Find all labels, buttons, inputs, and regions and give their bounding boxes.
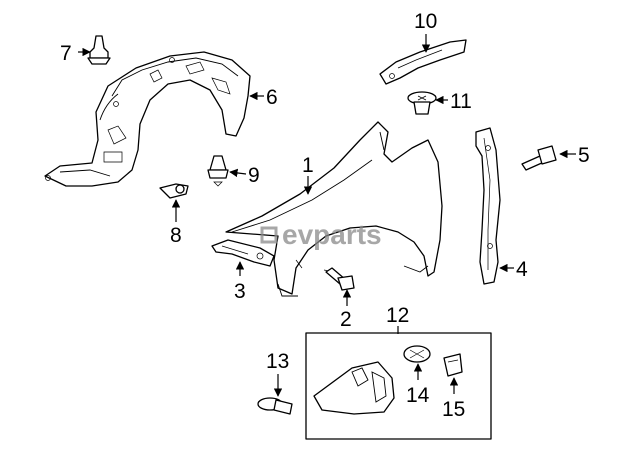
callout-2: 2 [340, 308, 352, 331]
callout-8: 8 [170, 224, 182, 247]
callout-10: 10 [414, 10, 437, 33]
mud-guard-part [313, 361, 395, 415]
clip-part-7 [87, 35, 111, 65]
bolt-part-2 [325, 267, 355, 291]
callout-11: 11 [450, 90, 472, 113]
clip-part-9 [207, 155, 229, 187]
leader-lines [78, 34, 576, 397]
callout-6: 6 [266, 86, 278, 109]
callout-15: 15 [442, 398, 465, 421]
clip-part-14 [403, 345, 431, 363]
callout-4: 4 [516, 258, 528, 281]
bracket-part-3 [211, 239, 275, 267]
watermark: evparts [260, 219, 382, 250]
clip-part-8 [159, 183, 189, 199]
callout-13: 13 [266, 350, 289, 373]
callout-1: 1 [302, 154, 314, 177]
callout-7: 7 [60, 42, 72, 65]
fender-part [225, 121, 443, 297]
bracket-part-10 [379, 39, 467, 85]
watermark-text: evparts [282, 219, 382, 250]
bolt-part-5 [521, 145, 557, 171]
callout-9: 9 [248, 164, 260, 187]
callout-3: 3 [234, 280, 246, 303]
clip-part-11 [407, 91, 437, 115]
wheel-liner-part [44, 51, 251, 187]
rivet-part-13 [257, 397, 293, 415]
clip-part-15 [443, 353, 463, 377]
callout-12: 12 [386, 304, 409, 327]
callout-14: 14 [406, 384, 430, 407]
callout-labels: 7 6 9 8 1 3 2 4 5 10 11 12 13 14 15 [60, 10, 590, 421]
callout-5: 5 [578, 144, 590, 167]
bracket-part-4 [475, 127, 501, 285]
